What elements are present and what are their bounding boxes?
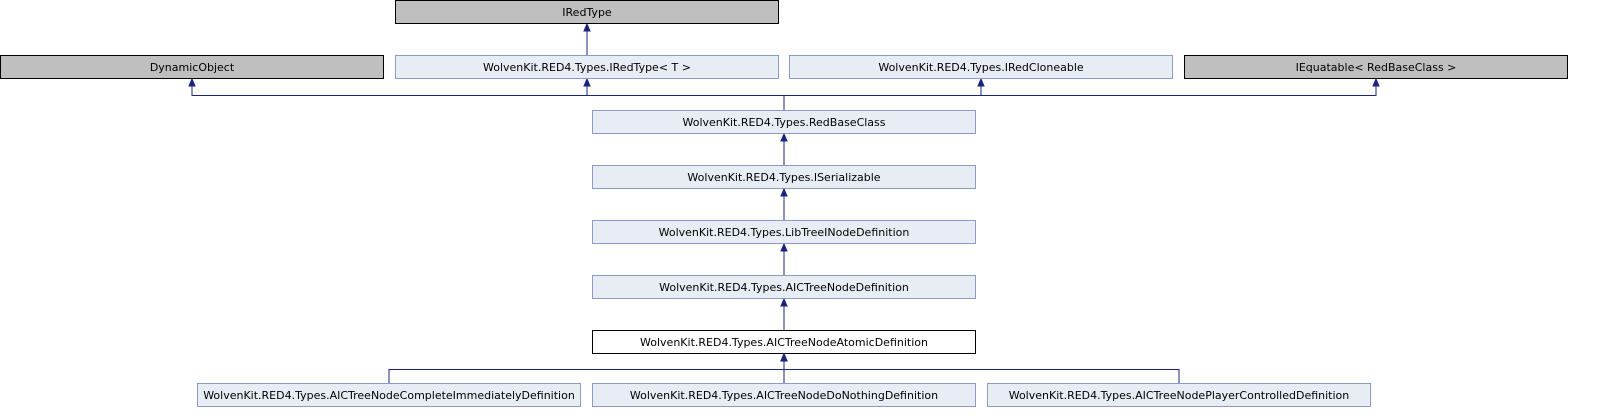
edge-redbaseclass-to-iredtype_t — [586, 85, 785, 110]
edge-arrowhead — [780, 187, 788, 197]
node-iredcloneable[interactable]: WolvenKit.RED4.Types.IRedCloneable — [789, 55, 1173, 79]
edge-arrowhead — [188, 77, 196, 87]
edge-arrowhead — [977, 77, 985, 87]
edge-arrowhead — [780, 297, 788, 307]
node-aictree-complete-immediately[interactable]: WolvenKit.RED4.Types.AICTreeNodeComplete… — [197, 383, 581, 407]
node-aictree-node-atomic-definition: WolvenKit.RED4.Types.AICTreeNodeAtomicDe… — [592, 330, 976, 354]
node-libtree-inode-definition[interactable]: WolvenKit.RED4.Types.LibTreeINodeDefinit… — [592, 220, 976, 244]
node-iequatable: IEquatable< RedBaseClass > — [1184, 55, 1568, 79]
edge-complete-to-atomic — [388, 360, 785, 383]
edge-arrowhead — [583, 77, 591, 87]
edge-arrowhead — [583, 22, 591, 32]
edge-arrowhead — [1372, 77, 1380, 87]
node-iredtype-generic[interactable]: WolvenKit.RED4.Types.IRedType< T > — [395, 55, 779, 79]
edge-arrowhead — [780, 242, 788, 252]
node-redbaseclass[interactable]: WolvenKit.RED4.Types.RedBaseClass — [592, 110, 976, 134]
edge-arrowhead — [780, 132, 788, 142]
edge-arrowhead — [780, 352, 788, 362]
edge-player-to-atomic — [783, 360, 1180, 383]
node-aictree-do-nothing[interactable]: WolvenKit.RED4.Types.AICTreeNodeDoNothin… — [592, 383, 976, 407]
edge-arrowhead — [780, 352, 788, 362]
edge-redbaseclass-to-dynamic_object — [191, 85, 785, 110]
edge-redbaseclass-to-iredcloneable — [783, 85, 982, 110]
node-iserializable[interactable]: WolvenKit.RED4.Types.ISerializable — [592, 165, 976, 189]
node-aictree-player-controlled[interactable]: WolvenKit.RED4.Types.AICTreeNodePlayerCo… — [987, 383, 1371, 407]
node-dynamic-object: DynamicObject — [0, 55, 384, 79]
node-aictree-node-definition[interactable]: WolvenKit.RED4.Types.AICTreeNodeDefiniti… — [592, 275, 976, 299]
edge-redbaseclass-to-iequatable — [783, 85, 1377, 110]
edge-arrowhead — [780, 352, 788, 362]
node-iredtype: IRedType — [395, 0, 779, 24]
